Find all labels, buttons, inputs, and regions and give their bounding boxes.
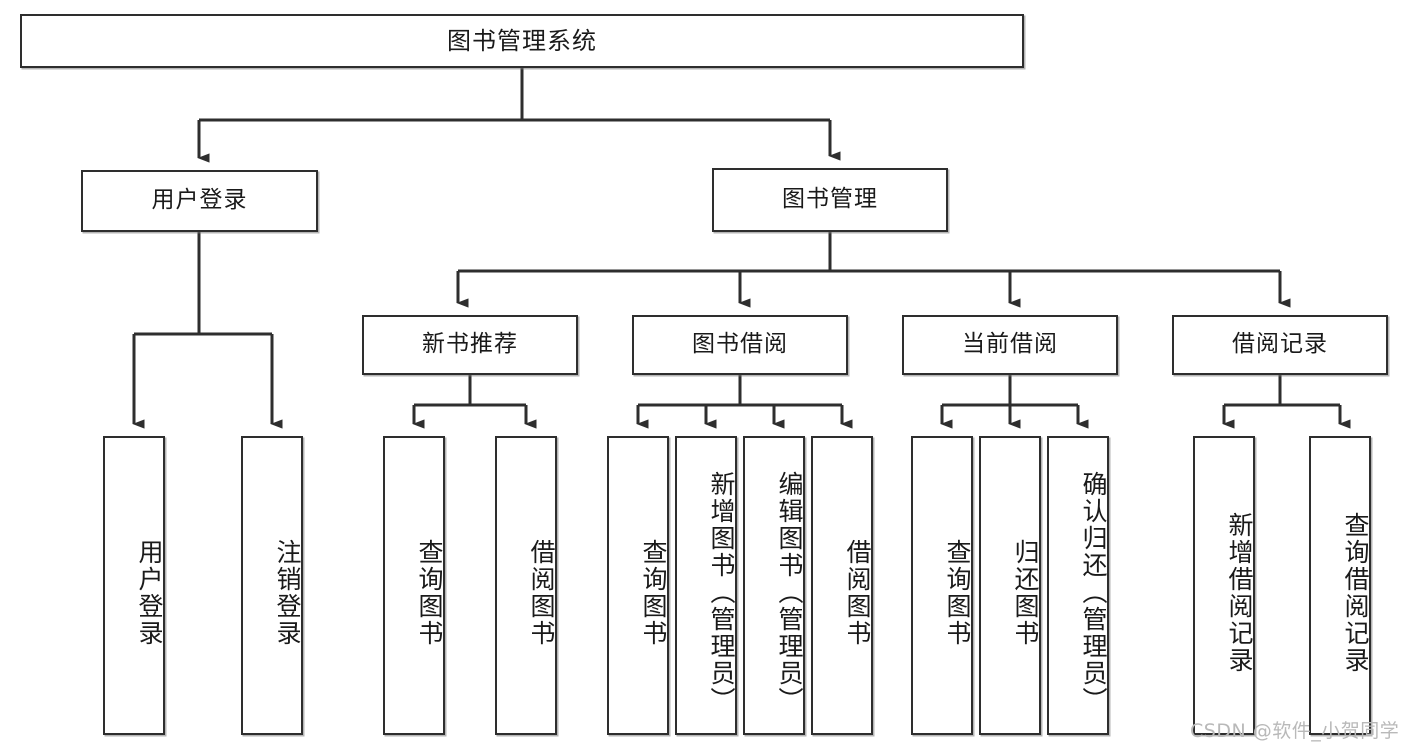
leaf-add-borrow-record[interactable]: 新增借阅记录 bbox=[1193, 436, 1255, 735]
leaf-edit-book-admin[interactable]: 编辑图书（管理员） bbox=[743, 436, 805, 735]
leaf-label: 归还图书 bbox=[1011, 538, 1040, 647]
leaf-query-book-current[interactable]: 查询图书 bbox=[911, 436, 973, 735]
node-root-system[interactable]: 图书管理系统 bbox=[20, 14, 1024, 68]
leaf-label: 编辑图书（管理员） bbox=[775, 471, 804, 714]
leaf-user-login[interactable]: 用户登录 bbox=[103, 436, 165, 735]
node-new-book-recommend[interactable]: 新书推荐 bbox=[362, 315, 578, 375]
leaf-borrow-book[interactable]: 借阅图书 bbox=[811, 436, 873, 735]
leaf-label: 确认归还（管理员） bbox=[1079, 471, 1108, 714]
node-user-login[interactable]: 用户登录 bbox=[81, 170, 318, 232]
leaf-label: 借阅图书 bbox=[527, 538, 556, 647]
leaf-query-book-borrow[interactable]: 查询图书 bbox=[607, 436, 669, 735]
leaf-label: 注销登录 bbox=[273, 538, 302, 647]
node-current-borrow[interactable]: 当前借阅 bbox=[902, 315, 1118, 375]
csdn-watermark: CSDN @软件_小贺同学 bbox=[1190, 720, 1400, 742]
leaf-confirm-return-admin[interactable]: 确认归还（管理员） bbox=[1047, 436, 1109, 735]
leaf-label: 查询借阅记录 bbox=[1341, 511, 1370, 674]
leaf-label: 用户登录 bbox=[135, 538, 164, 647]
node-book-management[interactable]: 图书管理 bbox=[712, 168, 948, 232]
leaf-return-book[interactable]: 归还图书 bbox=[979, 436, 1041, 735]
leaf-label: 新增借阅记录 bbox=[1225, 511, 1254, 674]
leaf-label: 新增图书（管理员） bbox=[707, 471, 736, 714]
leaf-add-book-admin[interactable]: 新增图书（管理员） bbox=[675, 436, 737, 735]
leaf-label: 查询图书 bbox=[415, 538, 444, 647]
leaf-logout[interactable]: 注销登录 bbox=[241, 436, 303, 735]
leaf-label: 借阅图书 bbox=[843, 538, 872, 647]
leaf-query-borrow-record[interactable]: 查询借阅记录 bbox=[1309, 436, 1371, 735]
leaf-borrow-book-new[interactable]: 借阅图书 bbox=[495, 436, 557, 735]
leaf-label: 查询图书 bbox=[943, 538, 972, 647]
leaf-query-book-new[interactable]: 查询图书 bbox=[383, 436, 445, 735]
node-book-borrow[interactable]: 图书借阅 bbox=[632, 315, 848, 375]
leaf-label: 查询图书 bbox=[639, 538, 668, 647]
node-borrow-record[interactable]: 借阅记录 bbox=[1172, 315, 1388, 375]
